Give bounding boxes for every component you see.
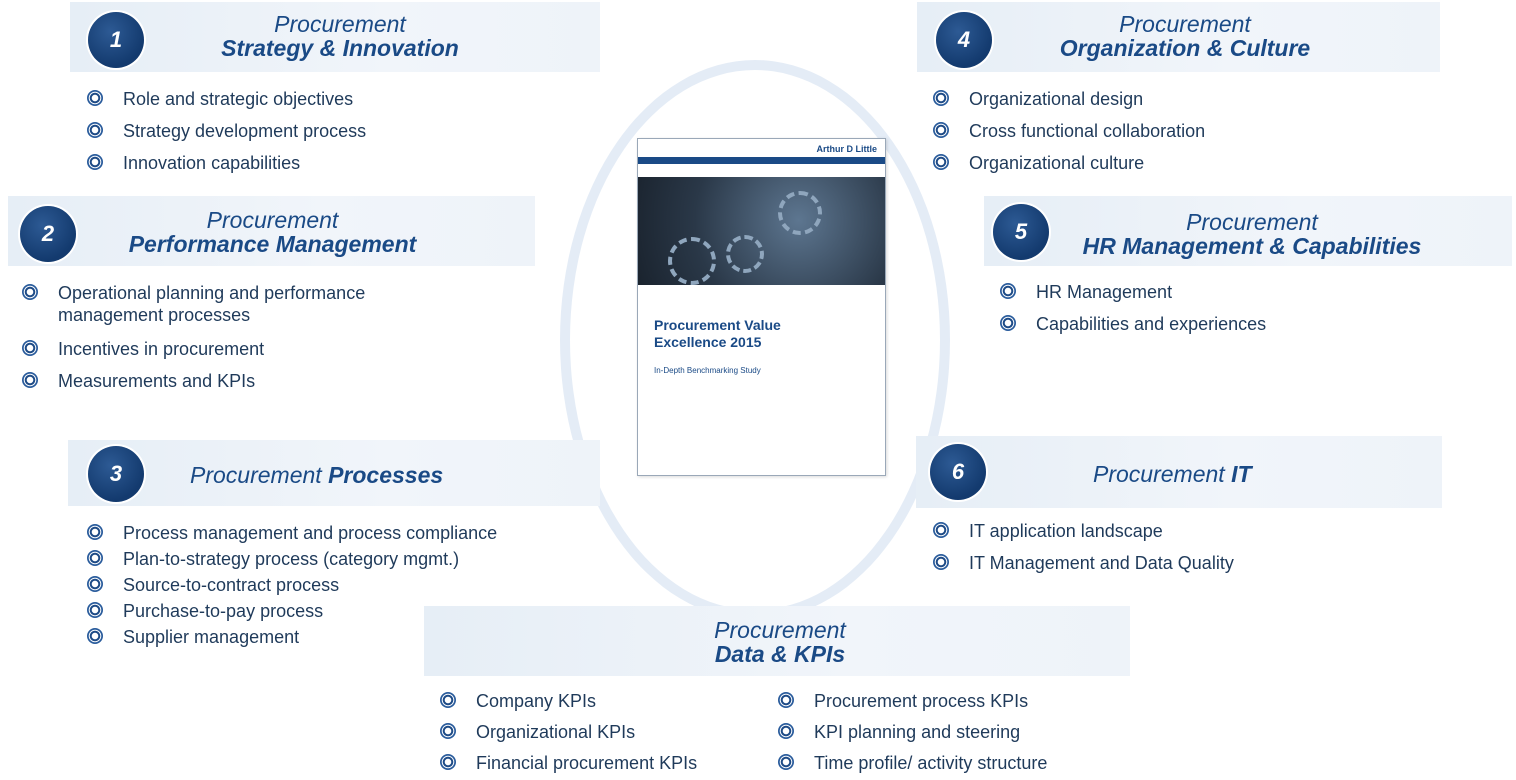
list-item: Source-to-contract process	[87, 574, 497, 596]
section-5-list: HR Management Capabilities and experienc…	[1000, 281, 1266, 335]
section-1-number: 1	[88, 12, 144, 68]
bullet-icon	[933, 554, 949, 570]
section-2-number: 2	[20, 206, 76, 262]
list-item: Cross functional collaboration	[933, 120, 1205, 142]
cover-bar	[638, 157, 885, 164]
list-item: Organizational culture	[933, 152, 1205, 174]
list-item: IT application landscape	[933, 520, 1234, 542]
bullet-icon	[933, 154, 949, 170]
section-1-title: Procurement Strategy & Innovation	[221, 11, 459, 61]
list-item: Process management and process complianc…	[87, 522, 497, 544]
section-2-header	[8, 196, 535, 266]
section-6-list: IT application landscape IT Management a…	[933, 520, 1234, 574]
bullet-icon	[87, 90, 103, 106]
section-3-title: Procurement Processes	[190, 462, 444, 488]
list-item: HR Management	[1000, 281, 1266, 303]
list-item: IT Management and Data Quality	[933, 552, 1234, 574]
bullet-icon	[87, 122, 103, 138]
section-3-header	[68, 440, 600, 506]
gear-icon	[726, 235, 764, 273]
list-item: KPI planning and steering	[778, 721, 1047, 743]
bullet-icon	[1000, 315, 1016, 331]
list-item: Financial procurement KPIs	[440, 752, 697, 774]
bullet-icon	[87, 628, 103, 644]
bullet-icon	[22, 284, 38, 300]
brand-logo: Arthur D Little	[816, 144, 878, 154]
section-1-header	[70, 2, 600, 72]
bullet-icon	[440, 692, 456, 708]
bullet-icon	[778, 754, 794, 770]
list-item: Innovation capabilities	[87, 152, 366, 174]
list-item: Company KPIs	[440, 690, 697, 712]
list-item: Measurements and KPIs	[22, 370, 462, 392]
section-5-number: 5	[993, 204, 1049, 260]
section-4-title: Procurement Organization & Culture	[1059, 11, 1311, 61]
list-item: Procurement process KPIs	[778, 690, 1047, 712]
list-item: Time profile/ activity structure	[778, 752, 1047, 774]
study-cover: Arthur D Little Procurement Value Excell…	[637, 138, 886, 476]
list-item: Operational planning and performance man…	[22, 282, 462, 326]
list-item: Capabilities and experiences	[1000, 313, 1266, 335]
list-item: Role and strategic objectives	[87, 88, 366, 110]
list-item: Organizational KPIs	[440, 721, 697, 743]
cover-image	[638, 177, 885, 285]
section-7-list-left: Company KPIs Organizational KPIs Financi…	[440, 690, 697, 774]
list-item: Supplier management	[87, 626, 497, 648]
section-4-header	[917, 2, 1440, 72]
gear-icon	[778, 191, 822, 235]
section-3-number: 3	[88, 446, 144, 502]
cover-subtitle: In-Depth Benchmarking Study	[654, 366, 761, 375]
section-2-title: Procurement Performance Management	[128, 207, 417, 257]
gear-icon	[668, 237, 716, 285]
bullet-icon	[440, 723, 456, 739]
section-5-title: Procurement HR Management & Capabilities	[1082, 209, 1422, 259]
bullet-icon	[22, 340, 38, 356]
section-7-header	[424, 606, 1130, 676]
bullet-icon	[87, 576, 103, 592]
section-6-title: Procurement IT	[1093, 461, 1252, 487]
bullet-icon	[87, 550, 103, 566]
list-item: Purchase-to-pay process	[87, 600, 497, 622]
section-3-list: Process management and process complianc…	[87, 522, 497, 648]
bullet-icon	[933, 522, 949, 538]
list-item: Incentives in procurement	[22, 338, 462, 360]
bullet-icon	[778, 692, 794, 708]
bullet-icon	[87, 602, 103, 618]
cover-title: Procurement Value Excellence 2015	[654, 317, 781, 350]
bullet-icon	[933, 90, 949, 106]
list-item: Plan-to-strategy process (category mgmt.…	[87, 548, 497, 570]
bullet-icon	[440, 754, 456, 770]
list-item: Strategy development process	[87, 120, 366, 142]
section-4-list: Organizational design Cross functional c…	[933, 88, 1205, 174]
section-6-number: 6	[930, 444, 986, 500]
section-4-number: 4	[936, 12, 992, 68]
section-7-list-right: Procurement process KPIs KPI planning an…	[778, 690, 1047, 774]
section-2-list: Operational planning and performance man…	[22, 282, 462, 392]
section-6-header	[916, 436, 1442, 508]
list-item: Organizational design	[933, 88, 1205, 110]
section-7-title: Procurement Data & KPIs	[714, 617, 846, 667]
section-5-header	[984, 196, 1512, 266]
section-1-list: Role and strategic objectives Strategy d…	[87, 88, 366, 174]
bullet-icon	[1000, 283, 1016, 299]
bullet-icon	[778, 723, 794, 739]
bullet-icon	[87, 524, 103, 540]
bullet-icon	[87, 154, 103, 170]
bullet-icon	[22, 372, 38, 388]
bullet-icon	[933, 122, 949, 138]
